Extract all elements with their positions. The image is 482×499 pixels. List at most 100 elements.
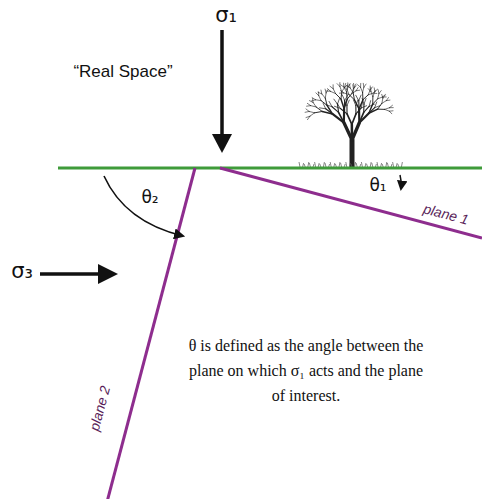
grass-tuft	[339, 162, 340, 167]
grass-tuft	[325, 163, 326, 167]
grass-tuft	[377, 162, 378, 167]
grass-tuft	[370, 162, 371, 167]
tree-branch	[350, 88, 353, 93]
tree-branch	[325, 98, 327, 105]
tree-branch	[386, 100, 390, 102]
diagram-label: plane 2	[86, 384, 114, 433]
tree-branch	[344, 100, 347, 105]
tree-illustration	[299, 83, 402, 167]
tree-branch	[361, 87, 363, 92]
tree-branch	[347, 114, 352, 124]
grass-tuft	[318, 163, 319, 167]
grass-tuft	[309, 163, 310, 167]
tree-branch	[344, 123, 352, 140]
stress-arrow	[40, 272, 100, 276]
tree-branch	[361, 106, 366, 108]
plane-line	[220, 168, 482, 238]
tree-branch	[312, 98, 315, 100]
arrow-head	[98, 264, 118, 284]
tree-branch	[378, 109, 385, 110]
tree-branch	[333, 89, 335, 94]
tree-branch	[378, 94, 379, 99]
tree-branch	[390, 107, 394, 108]
grass-tuft	[315, 162, 316, 167]
tree-branch	[359, 112, 363, 122]
grass-tuft	[387, 163, 388, 167]
tree-branch	[389, 111, 392, 114]
tree-branch	[325, 89, 326, 93]
grass-tuft	[393, 162, 394, 167]
grass-tuft	[355, 162, 356, 167]
tree-branch	[373, 99, 378, 104]
tree-branch	[306, 116, 310, 117]
tree-branch	[352, 123, 359, 140]
tree-branch	[309, 111, 314, 112]
tree-branch	[369, 108, 375, 114]
tree-branch	[310, 113, 315, 116]
tree-branch	[315, 111, 323, 112]
tree-branch	[355, 106, 356, 114]
grass-tuft	[386, 162, 387, 167]
tree-branch	[370, 87, 372, 90]
tree-branch	[353, 93, 354, 100]
tree-branch	[325, 93, 327, 98]
tree-branch	[343, 83, 344, 87]
tree-branch	[353, 100, 355, 106]
tree-branch	[339, 83, 340, 87]
ground-surface	[58, 167, 482, 170]
tree-branch	[360, 83, 361, 87]
grass-tuft	[308, 162, 309, 167]
plane-line	[107, 168, 195, 499]
diagram-label: θ₁	[369, 175, 386, 195]
tree-branch	[350, 140, 355, 166]
tree-branch	[341, 99, 344, 109]
tree-branch	[354, 84, 356, 87]
tree-branch	[385, 109, 390, 111]
tree-branch	[342, 95, 345, 101]
tree-branch	[351, 124, 354, 140]
tree-branch	[356, 90, 360, 92]
grass-tuft	[401, 162, 402, 167]
tree-branch	[319, 96, 321, 101]
diagram-label: σ₃	[11, 259, 33, 284]
grass-tuft	[334, 163, 335, 167]
tree-branch	[330, 86, 333, 88]
grass-tuft	[349, 163, 350, 167]
diagram-label: “Real Space”	[73, 62, 172, 82]
definition-note: θ is defined as the angle between the pl…	[188, 333, 424, 408]
tree-branch	[352, 114, 356, 124]
tree-branch	[340, 90, 343, 92]
tree-branch	[339, 112, 344, 122]
tree-branch	[347, 100, 349, 105]
tree-branch	[364, 106, 369, 112]
grass-tuft	[303, 163, 304, 167]
grass-tuft	[372, 163, 373, 167]
grass-tuft	[346, 162, 347, 167]
tree-branch	[349, 84, 351, 88]
diagram-label: plane 1	[422, 200, 471, 228]
tree-branch	[337, 84, 340, 87]
tree-branch	[359, 113, 369, 123]
tree-branch	[313, 102, 316, 107]
tree-branch	[364, 84, 366, 87]
grass-tuft	[356, 163, 357, 167]
tree-branch	[361, 102, 362, 108]
tree-branch	[333, 85, 334, 89]
grass-tuft	[396, 163, 397, 167]
tree-branch	[341, 85, 344, 87]
diagram-label: σ₁	[215, 3, 237, 28]
tree-branch	[344, 87, 347, 92]
tree-branch	[369, 104, 374, 106]
tree-branch	[373, 92, 375, 97]
angle-arrow	[400, 175, 401, 189]
grass-tuft	[365, 163, 366, 167]
grass-tuft	[299, 162, 300, 167]
tree-branch	[326, 109, 333, 114]
tree-branch	[371, 92, 373, 97]
tree-branch	[347, 89, 349, 94]
tree-branch	[353, 87, 354, 92]
tree-branch	[345, 95, 348, 100]
